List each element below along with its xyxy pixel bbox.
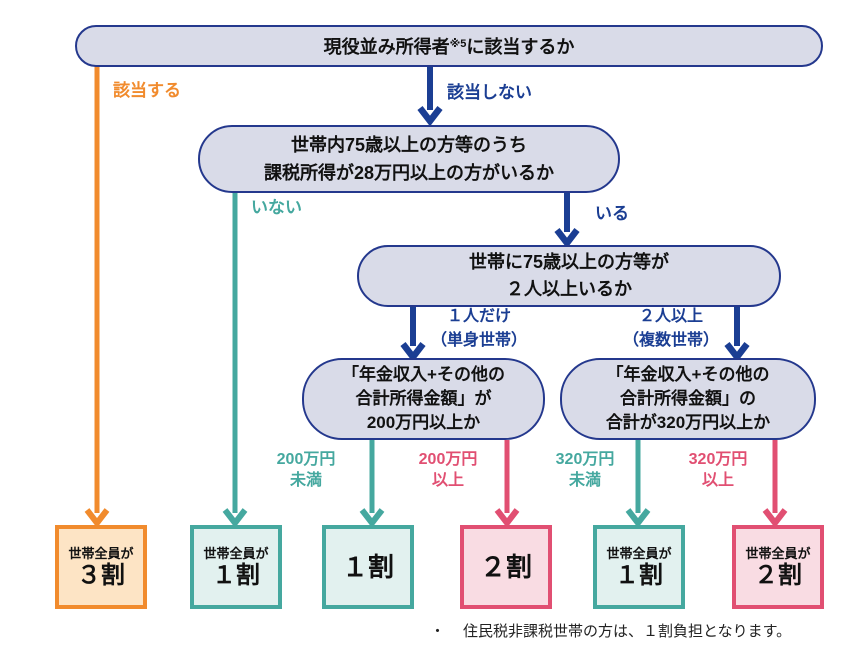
result-box-household-30pct: 世帯全員が ３割 xyxy=(55,525,147,609)
question-income-200: 「年金収入+その他の 合計所得金額」が 200万円以上か xyxy=(302,358,545,440)
edge-label-over-200: 200万円 以上 xyxy=(418,451,478,489)
footnote-ref-icon: ※5 xyxy=(449,38,467,50)
question-taxable-income-28: 世帯内75歳以上の方等のうち 課税所得が28万円以上の方がいるか xyxy=(198,125,620,193)
arrow-ge320 xyxy=(762,440,788,528)
arrow-two-plus xyxy=(724,307,750,363)
footnote-text: 住民税非課税世帯の方は、１割負担となります。 xyxy=(463,623,792,640)
footnote-bullet: ・ xyxy=(430,623,446,640)
arrow-yes-one xyxy=(554,193,580,249)
edge-label-one-person: １人だけ （単身世帯） xyxy=(430,308,527,349)
arrow-one-person xyxy=(400,307,426,363)
edge-label-yes-one: いる xyxy=(595,204,629,223)
question-income-320: 「年金収入+その他の 合計所得金額」の 合計が320万円以上か xyxy=(560,358,816,440)
result-box-20pct: ２割 xyxy=(460,525,552,609)
arrow-not-applies xyxy=(417,66,443,127)
edge-label-not-applies: 該当しない xyxy=(447,83,532,102)
result-box-household-20pct-multi: 世帯全員が ２割 xyxy=(732,525,824,609)
arrow-no-one xyxy=(222,193,248,528)
arrow-lt200 xyxy=(359,440,385,528)
edge-label-no-one: いない xyxy=(251,198,302,217)
result-box-household-10pct-multi: 世帯全員が １割 xyxy=(593,525,685,609)
arrow-ge200 xyxy=(494,440,520,528)
arrow-applies xyxy=(84,66,110,528)
question-active-income-text: 現役並み所得者※5に該当するか xyxy=(323,37,575,57)
edge-label-applies: 該当する xyxy=(113,81,181,100)
edge-label-under-200: 200万円 未満 xyxy=(276,451,336,489)
edge-label-under-320: 320万円 未満 xyxy=(555,451,615,489)
arrow-lt320 xyxy=(625,440,651,528)
question-active-income: 現役並み所得者※5に該当するか xyxy=(75,25,823,67)
edge-label-over-320: 320万円 以上 xyxy=(688,451,748,489)
result-box-10pct: １割 xyxy=(322,525,414,609)
edge-label-two-plus: ２人以上 （複数世帯） xyxy=(622,308,719,349)
footnote: ・ 住民税非課税世帯の方は、１割負担となります。 xyxy=(430,620,791,641)
question-two-or-more-members: 世帯に75歳以上の方等が ２人以上いるか xyxy=(357,245,781,307)
result-box-household-10pct: 世帯全員が １割 xyxy=(190,525,282,609)
